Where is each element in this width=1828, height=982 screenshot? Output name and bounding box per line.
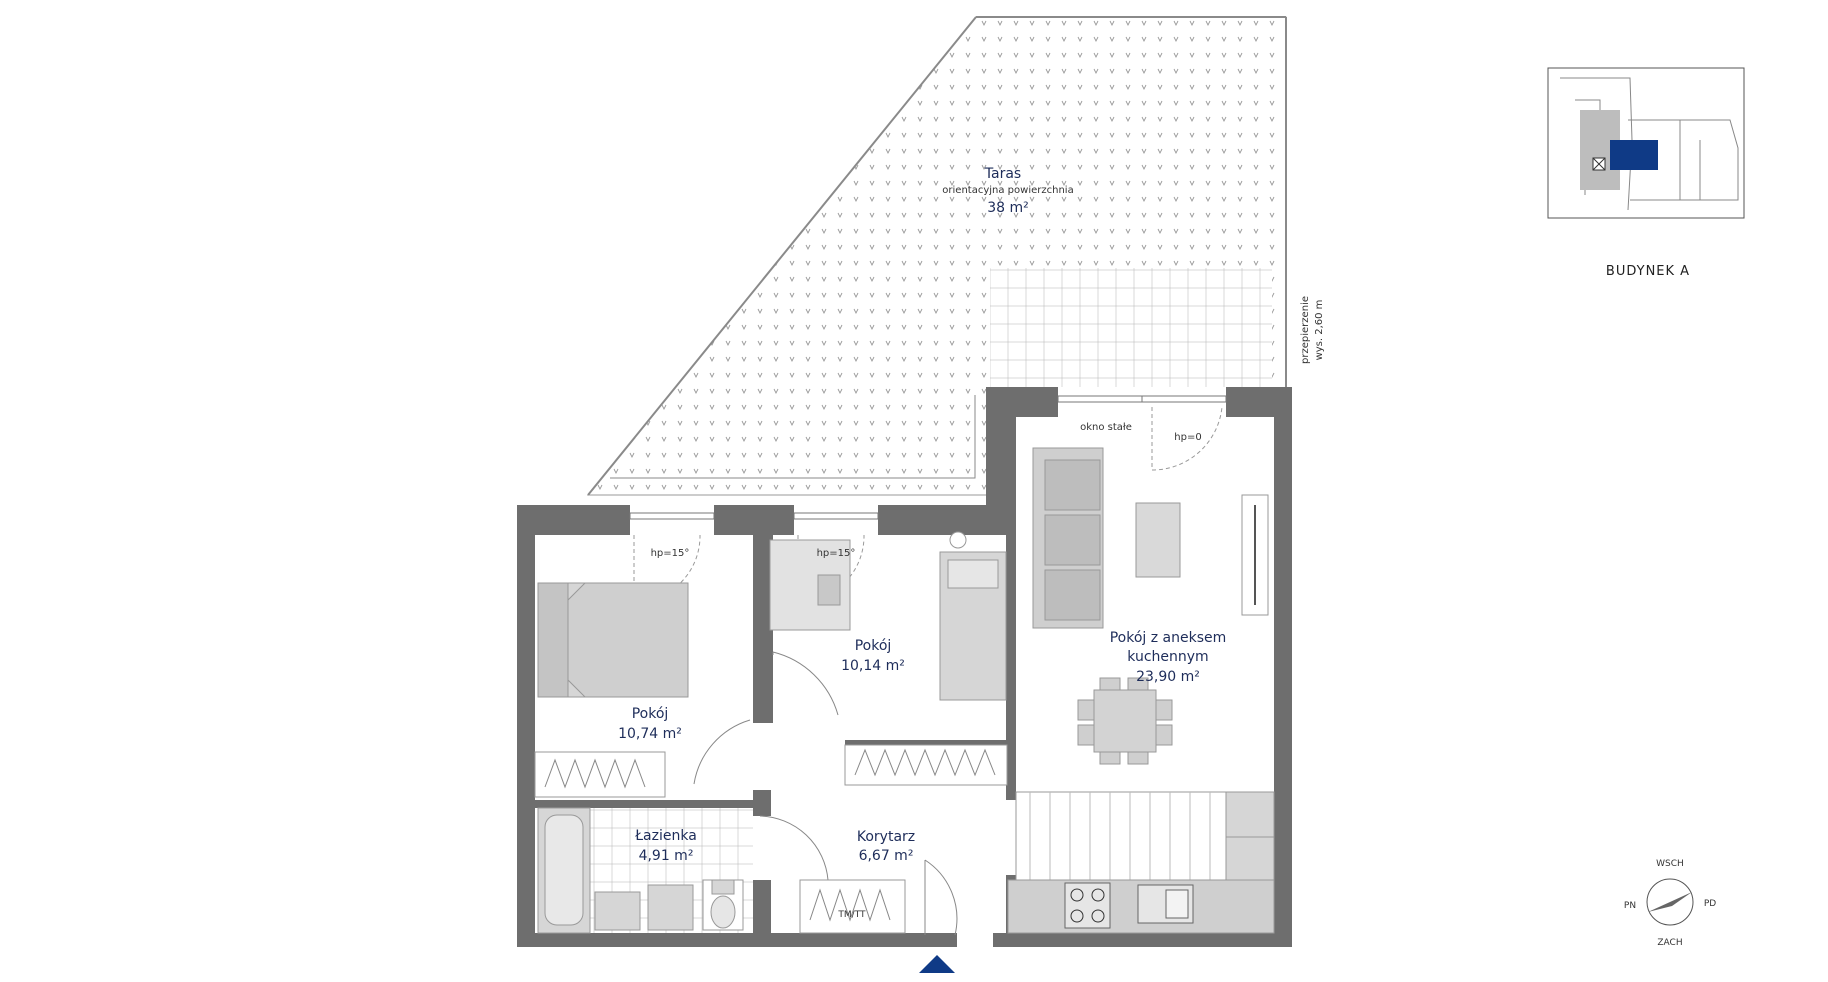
compass-icon: [1646, 878, 1694, 926]
compass-north: WSCH: [1656, 859, 1684, 869]
kitchen: [1007, 791, 1275, 934]
terrace-name: Taras: [984, 166, 1021, 182]
living-name-line2: kuchennym: [1127, 649, 1208, 665]
compass-west: PN: [1624, 901, 1636, 911]
window-hp15-label-b: hp=15°: [817, 548, 856, 559]
bathroom-area: 4,91 m²: [639, 848, 694, 864]
entrance-arrow-icon: [919, 955, 955, 973]
compass-east: PD: [1704, 899, 1716, 909]
bedroom-furniture: [534, 582, 689, 798]
partition-label-line2: wys. 2,60 m: [1314, 300, 1325, 361]
living-area: 23,90 m²: [1136, 669, 1200, 685]
compass-south: ZACH: [1657, 938, 1682, 948]
window-hp15-label-a: hp=15°: [651, 548, 690, 559]
bathroom-fixtures: [537, 807, 753, 934]
corridor-area: 6,67 m²: [859, 848, 914, 864]
partition-label-line1: przepierzenie: [1300, 296, 1311, 364]
room2-furniture: [769, 531, 1008, 786]
window-fixed-label: okno stałe: [1080, 422, 1132, 433]
terrace-area: 38 m²: [987, 200, 1029, 216]
terrace: [586, 16, 1287, 496]
bedroom-name: Pokój: [632, 706, 669, 722]
doors: [693, 651, 958, 936]
room2-name: Pokój: [855, 638, 892, 654]
terrace-note: orientacyjna powierzchnia: [942, 185, 1073, 196]
key-plan: [1547, 67, 1745, 219]
walls: [517, 387, 1292, 947]
key-plan-label: BUDYNEK A: [1606, 264, 1690, 279]
corridor-name: Korytarz: [857, 829, 915, 845]
window-hp0-label: hp=0: [1174, 432, 1201, 443]
room2-area: 10,14 m²: [841, 658, 905, 674]
living-furniture: [1032, 447, 1269, 765]
living-name-line1: Pokój z aneksem: [1110, 630, 1227, 646]
meter-label: TM/TT: [837, 910, 866, 920]
corridor-wardrobe: [799, 879, 906, 934]
bedroom-area: 10,74 m²: [618, 726, 682, 742]
bathroom-name: Łazienka: [634, 828, 697, 844]
